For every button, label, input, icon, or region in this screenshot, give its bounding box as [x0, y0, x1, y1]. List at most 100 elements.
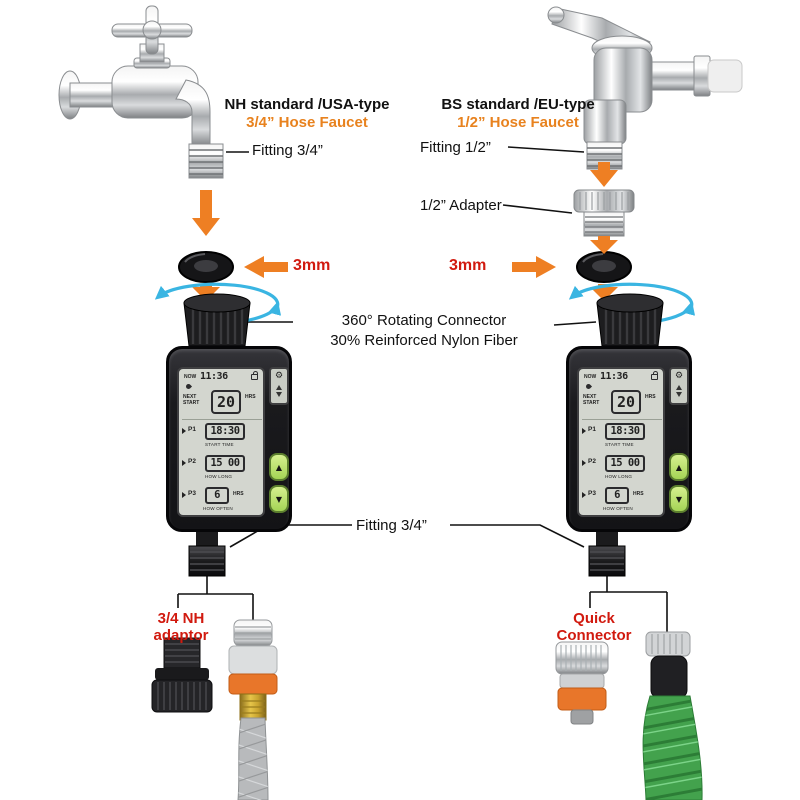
bottom-fitting-label: Fitting 3/4”: [356, 517, 427, 534]
decrease-icon: [676, 392, 682, 397]
tap-quick-connector-photo: [555, 641, 609, 725]
next-start-value: 20: [211, 390, 241, 414]
p2-caption: HOW LONG: [205, 474, 233, 479]
rotation-arrow-icon: [657, 301, 696, 323]
next-start-unit: HRS: [645, 394, 656, 400]
rotation-arrows: [154, 282, 696, 323]
connector-label-line2: 30% Reinforced Nylon Fiber: [330, 331, 518, 349]
rotation-arrow-icon: [154, 282, 280, 310]
lock-icon: [651, 371, 658, 380]
connector-label: 360° Rotating Connector 30% Reinforced N…: [296, 311, 552, 350]
p3-caption: HOW OFTEN: [203, 506, 233, 511]
increase-icon: [676, 385, 682, 390]
now-time: 11:36: [600, 371, 628, 382]
program-pointer-icon: [182, 428, 186, 434]
timer-device-left: NOW 11:36 NEXT START 20 HRS P1 18:30 STA…: [166, 346, 292, 532]
rotating-connector-right: [596, 293, 664, 347]
down-button: ▼: [269, 485, 289, 513]
down-arrow-glyph: ▼: [275, 494, 283, 504]
p2-label: P2: [588, 458, 596, 465]
right-faucet-photo: [547, 6, 743, 170]
quick-connector-label: Quick Connector: [556, 610, 632, 645]
p2-label: P2: [188, 458, 196, 465]
now-time: 11:36: [200, 371, 228, 382]
left-fitting-label: Fitting 3/4”: [252, 142, 323, 159]
p2-value: 15 00: [605, 455, 645, 472]
washer-thickness-label-left: 3mm: [293, 257, 331, 274]
p3-value: 6: [205, 487, 229, 504]
water-drop-icon: [184, 382, 193, 391]
p3-label: P3: [188, 490, 196, 497]
mode-icons-panel: ⚙: [669, 367, 689, 405]
lcd-divider: [582, 419, 662, 420]
next-start-unit: HRS: [245, 394, 256, 400]
program-pointer-icon: [182, 460, 186, 466]
timer-lcd: NOW 11:36 NEXT START 20 HRS P1 18:30 STA…: [577, 367, 665, 517]
p1-label: P1: [188, 426, 196, 433]
down-button: ▼: [669, 485, 689, 513]
down-arrow-glyph: ▼: [675, 494, 683, 504]
adapter-label: 1/2” Adapter: [420, 197, 502, 214]
p3-unit: HRS: [233, 491, 244, 497]
timer-body: NOW 11:36 NEXT START 20 HRS P1 18:30 STA…: [566, 346, 692, 532]
gear-icon: ⚙: [674, 371, 684, 381]
up-button: ▲: [669, 453, 689, 481]
p1-caption: START TIME: [605, 442, 634, 447]
increase-icon: [276, 385, 282, 390]
timer-outlet-right: [588, 528, 626, 577]
washer-right-photo: [576, 251, 632, 283]
program-pointer-icon: [582, 492, 586, 498]
p1-caption: START TIME: [205, 442, 234, 447]
rotating-connector-left: [183, 293, 251, 347]
rotation-arrow-icon: [243, 301, 282, 323]
washer-arrow-right: [512, 256, 556, 278]
next-start-label: NEXT START: [583, 394, 600, 407]
nh-adaptor-photo: [151, 637, 213, 713]
p3-caption: HOW OFTEN: [603, 506, 633, 511]
now-label: NOW: [584, 374, 597, 380]
program-pointer-icon: [182, 492, 186, 498]
p3-value: 6: [605, 487, 629, 504]
gear-icon: ⚙: [274, 371, 284, 381]
program-pointer-icon: [582, 428, 586, 434]
next-start-value: 20: [611, 390, 641, 414]
program-pointer-icon: [582, 460, 586, 466]
lcd-divider: [182, 419, 262, 420]
rotation-arrow-icon: [568, 282, 694, 310]
flow-arrows: [192, 162, 618, 301]
down-arrow-left: [192, 190, 220, 236]
right-faucet-size-label: 1/2” Hose Faucet: [457, 114, 579, 131]
timer-device-right: NOW 11:36 NEXT START 20 HRS P1 18:30 STA…: [566, 346, 692, 532]
next-start-label: NEXT START: [183, 394, 200, 407]
p1-label: P1: [588, 426, 596, 433]
right-faucet-type-label: BS standard /EU-type: [441, 96, 595, 113]
lock-icon: [251, 371, 258, 380]
down-arrow-left-2: [192, 284, 220, 301]
washer-thickness-label-right: 3mm: [449, 257, 487, 274]
left-faucet-size-label: 3/4” Hose Faucet: [246, 114, 368, 131]
p1-value: 18:30: [605, 423, 645, 440]
timer-outlet-left: [188, 528, 226, 577]
p2-value: 15 00: [205, 455, 245, 472]
down-arrow-right-1: [590, 162, 618, 187]
nh-adaptor-label: 3/4 NH adaptor: [153, 610, 209, 645]
p3-label: P3: [588, 490, 596, 497]
connector-label-line1: 360° Rotating Connector: [341, 312, 507, 329]
now-label: NOW: [184, 374, 197, 380]
up-arrow-glyph: ▲: [275, 462, 283, 472]
washer-arrow-left: [244, 256, 288, 278]
washer-left-photo: [178, 251, 234, 283]
hose-quick-connector-photo: [228, 619, 278, 800]
timer-lcd: NOW 11:36 NEXT START 20 HRS P1 18:30 STA…: [177, 367, 265, 517]
up-button: ▲: [269, 453, 289, 481]
decrease-icon: [276, 392, 282, 397]
up-arrow-glyph: ▲: [675, 462, 683, 472]
p3-unit: HRS: [633, 491, 644, 497]
adapter-photo: [573, 189, 635, 237]
mode-icons-panel: ⚙: [269, 367, 289, 405]
timer-body: NOW 11:36 NEXT START 20 HRS P1 18:30 STA…: [166, 346, 292, 532]
p2-caption: HOW LONG: [605, 474, 633, 479]
left-faucet-photo: [58, 5, 224, 179]
